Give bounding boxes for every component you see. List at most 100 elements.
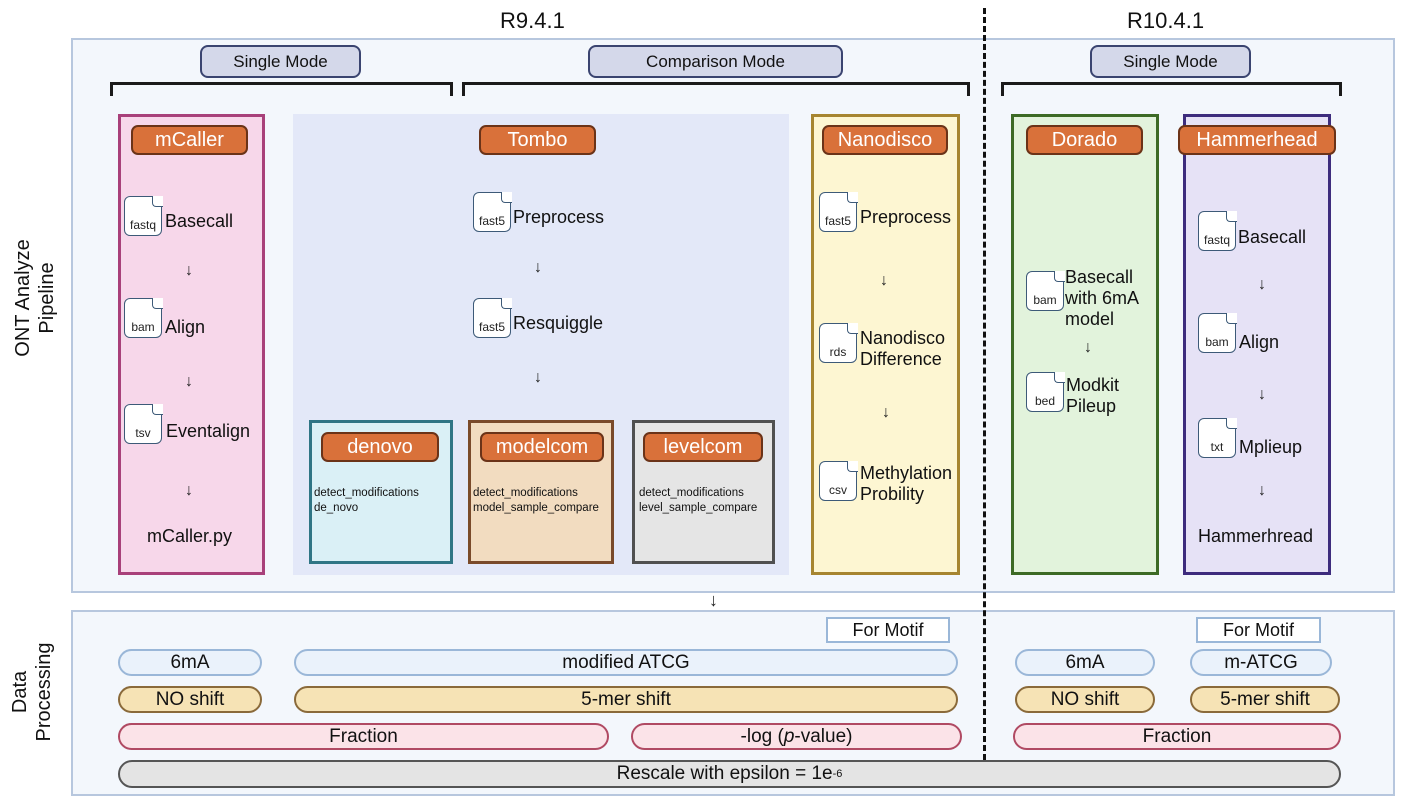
pipeline-side-label: ONT Analyze Pipeline [11,238,59,358]
processing-side-label-line2: Processing [33,642,55,742]
file-ext-label: fast5 [824,214,851,228]
file-ext-label: bam [1033,293,1057,307]
bam-file-icon: bam [1198,312,1237,353]
pipeline-side-label-line1: ONT Analyze [12,239,34,357]
arrow-down-icon: ↓ [1258,276,1266,293]
dorado-tag: Dorado [1026,125,1143,155]
single-mode-left-bracket [110,82,453,96]
nanodisco-step-probility-line1: Methylation [860,463,953,483]
version-r941-label: R9.4.1 [500,8,565,33]
m-atcg-pill: m-ATCG [1190,649,1332,676]
fast5-file-icon: fast5 [473,297,512,338]
6ma-pill-left: 6mA [118,649,262,676]
mcaller-box [118,114,265,575]
fraction-pill-left: Fraction [118,723,609,750]
nanodisco-step-difference-line2: Difference [860,349,942,369]
nanodisco-step-difference-line1: Nanodisco [860,328,946,348]
dorado-box [1011,114,1159,575]
comparison-mode-bracket [462,82,970,96]
processing-side-label: Data Processing [8,642,56,742]
neg-log-prefix: -log ( [740,725,784,747]
dorado-step-basecall-line3: model [1065,309,1115,329]
comparison-mode-badge: Comparison Mode [588,45,843,78]
dorado-step-basecall-line1: Basecall [1065,267,1134,287]
fraction-pill-right: Fraction [1013,723,1341,750]
hammerhead-step-align: Align [1239,332,1280,352]
hammerhead-final-script: Hammerhread [1198,526,1314,546]
file-ext-label: bed [1034,394,1056,408]
file-ext-label: bam [1205,335,1229,349]
file-ext-label: fast5 [478,214,505,228]
neg-log-pvalue-pill: -log (p-value) [631,723,962,750]
for-motif-right-label: For Motif [1196,617,1321,643]
bam-file-icon: bam [1026,270,1065,311]
levelcom-tag: levelcom [643,432,763,462]
fast5-file-icon: fast5 [473,191,512,232]
modelcom-command-line2: model_sample_compare [473,502,599,514]
tombo-tag: Tombo [479,125,596,155]
arrow-down-icon: ↓ [1084,339,1092,356]
file-ext-label: csv [829,483,847,497]
arrow-down-icon: ↓ [534,259,542,276]
dorado-step-modkit-line2: Pileup [1066,396,1117,416]
version-divider [983,8,986,760]
nanodisco-tag: Nanodisco [822,125,948,155]
rescale-epsilon-pill: Rescale with epsilon = 1e-6 [118,760,1341,788]
file-ext-label: tsv [135,426,151,440]
single-mode-right-bracket [1001,82,1342,96]
modified-atcg-pill: modified ATCG [294,649,958,676]
tombo-step-resquiggle: Resquiggle [513,313,604,333]
tombo-step-preprocess: Preprocess [513,207,605,227]
mcaller-final-script: mCaller.py [147,526,233,546]
fast5-file-icon: fast5 [819,191,858,232]
6ma-pill-right: 6mA [1015,649,1155,676]
file-ext-label: fastq [129,218,156,232]
5mer-shift-pill-left: 5-mer shift [294,686,958,713]
modelcom-tag: modelcom [480,432,604,462]
levelcom-command-line2: level_sample_compare [639,502,758,514]
mcaller-tag: mCaller [131,125,248,155]
bam-file-icon: bam [124,297,163,338]
single-mode-right-badge: Single Mode [1090,45,1251,78]
p-italic: p [783,725,795,747]
arrow-down-icon: ↓ [1258,386,1266,403]
arrow-down-icon: ↓ [880,272,888,289]
no-shift-pill-left: NO shift [118,686,262,713]
hammerhead-step-basecall: Basecall [1238,227,1307,247]
levelcom-command-line1: detect_modifications [639,487,744,499]
neg-log-suffix: -value) [794,725,853,747]
processing-side-label-line1: Data [9,670,31,714]
file-ext-label: txt [1210,440,1224,454]
rds-file-icon: rds [819,322,858,363]
file-ext-label: fast5 [478,320,505,334]
rescale-exponent: -6 [832,768,843,780]
5mer-shift-pill-right: 5-mer shift [1190,686,1340,713]
hammerhead-tag: Hammerhead [1178,125,1336,155]
arrow-down-icon: ↓ [882,404,890,421]
mcaller-step-basecall: Basecall [165,211,234,231]
file-ext-label: bam [131,320,155,334]
txt-file-icon: txt [1198,417,1237,458]
arrow-down-icon: ↓ [185,373,193,390]
mcaller-step-eventalign: Eventalign [166,421,251,441]
version-r1041-label: R10.4.1 [1127,8,1205,33]
arrow-down-icon: ↓ [534,369,542,386]
arrow-down-icon: ↓ [1258,482,1266,499]
arrow-down-icon: ↓ [185,482,193,499]
arrow-down-icon: ↓ [185,262,193,279]
denovo-command-line2: de_novo [314,502,359,514]
file-ext-label: fastq [1203,233,1230,247]
single-mode-left-badge: Single Mode [200,45,361,78]
bed-file-icon: bed [1026,371,1065,412]
modelcom-command-line1: detect_modifications [473,487,578,499]
nanodisco-step-probility-line2: Probility [860,484,925,504]
csv-file-icon: csv [819,460,858,501]
denovo-command-line1: detect_modifications [314,487,419,499]
dorado-step-basecall-line2: with 6mA [1065,288,1140,308]
rescale-text: Rescale with epsilon = 1e [616,763,833,784]
fastq-file-icon: fastq [124,195,163,236]
denovo-tag: denovo [321,432,439,462]
tsv-file-icon: tsv [124,403,163,444]
pipeline-side-label-line2: Pipeline [36,262,58,334]
dorado-step-modkit-line1: Modkit [1066,375,1120,395]
